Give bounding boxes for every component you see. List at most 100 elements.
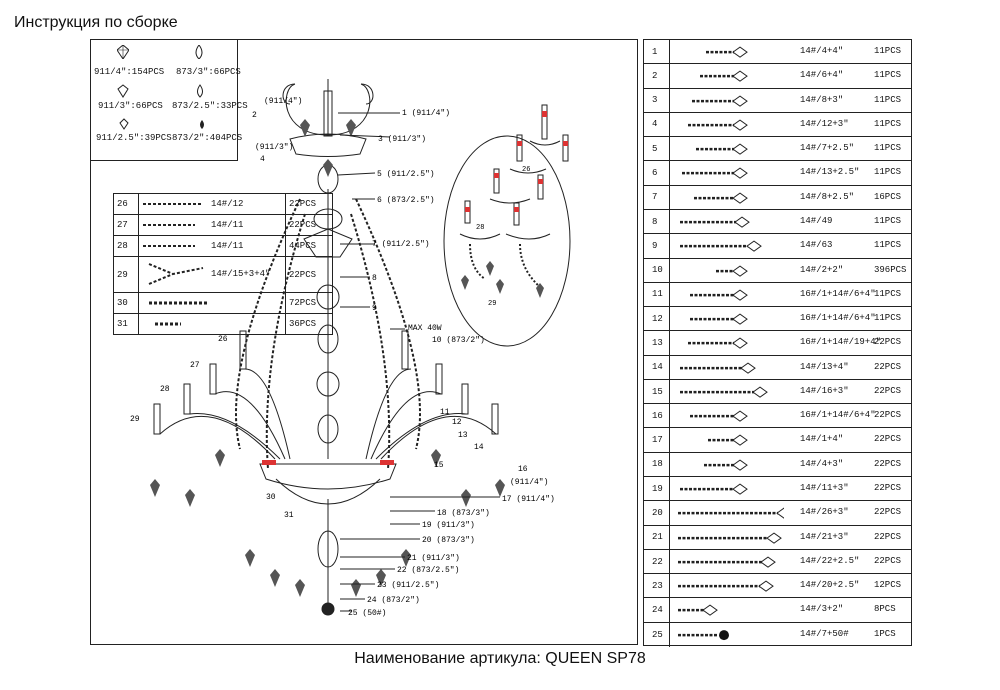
qty-label: 22PCS [874,531,902,542]
qty-label: 22PCS [874,507,902,518]
callout-24: 24 (873/2") [367,596,420,605]
spec-label: 14#/4+3" [800,458,844,469]
spec-label: 16#/1+14#/6+4" [800,410,876,421]
detail-callout-26: 26 [522,166,530,174]
spec-label: 14#/11+3" [800,483,849,494]
callout-3: 3 (911/3") [378,135,426,144]
row-number: 23 [644,574,670,598]
row-number: 18 [644,452,670,477]
bead-chain-icon [143,224,195,226]
drawing-frame [90,39,638,645]
callout-11: 11 [440,408,450,417]
callout-21: 21 (911/3") [407,554,460,563]
row-number: 17 [644,428,670,452]
row-number: 19 [644,477,670,501]
crystal-911-4-icon [117,45,129,59]
bead-strand-icon [680,386,768,398]
qty-label: 22PCS [874,410,902,421]
qty-label: 11PCS [874,46,902,56]
callout-4: 4 [260,155,265,164]
callout-17: 17 (911/4") [502,495,555,504]
spec-label: 14#/13+2.5" [800,167,860,178]
spec-label: 14#/16+3" [800,385,849,396]
callout-13: 13 [458,431,468,440]
bead-strand-icon [696,143,748,155]
row-number: 16 [644,404,670,428]
row-number: 6 [644,161,670,185]
bead-chain-icon [155,322,181,326]
bead-strand-icon [678,532,782,544]
crystal-911-3-icon [117,84,129,98]
spec-label: 14#/4+4" [800,46,844,56]
bead-strand-icon [678,629,729,640]
row-number: 2 [644,64,670,88]
qty-label: 11PCS [874,288,902,299]
callout-30: 30 [266,493,276,502]
callout-15: 15 [434,461,444,470]
callout-max: MAX 40W [408,324,442,333]
table-row: 19 14#/11+3" 22PCS [644,477,911,502]
callout-5: 5 (911/2.5") [377,170,435,179]
qty-label: 11PCS [874,143,902,154]
legend-item: 911/4":154PCS [94,67,165,77]
qty-label: 22PCS [874,434,902,445]
row-number: 13 [644,331,670,355]
bead-chain-icon [143,245,195,247]
spec-label: 14#/22+2.5" [800,555,860,566]
row-number: 10 [644,258,670,282]
bead-strand-icon [678,580,774,592]
spec-label: 14#/8+3" [800,94,844,105]
bead-strand-icon [678,604,718,617]
spec-label: 14#/8+2.5" [800,191,855,202]
spec-label: 14#/20+2.5" [800,580,860,591]
table-row: 16 16#/1+14#/6+4"22PCS [644,404,911,429]
bead-strand-icon [690,410,748,422]
spec-label: 14#/49 [800,215,833,226]
legend-item: 873/2.5":33PCS [172,101,248,111]
qty-label: 396PCS [874,264,907,275]
spec-label: 14#/12+3" [800,118,849,129]
callout-16b: (911/4") [510,478,548,487]
spec-label: 14#/7+50# [800,628,849,639]
bead-strand-icon [690,313,748,325]
callout-12: 12 [452,418,462,427]
spec-label: 14#/13+4" [800,361,849,372]
callout-31: 31 [284,511,294,520]
bead-strand-icon [680,362,756,374]
callout-1: 1 (911/4") [402,109,450,118]
callout-18: 18 (873/3") [437,509,490,518]
qty-label: 22PCS [285,256,333,293]
row-number: 20 [644,501,670,525]
row-number: 21 [644,525,670,549]
callout-26: 26 [218,335,228,344]
row-number: 14 [644,355,670,379]
qty-label: 22PCS [874,483,902,494]
spec-label: 16#/1+14#/19+4" [800,337,882,348]
bead-strand-icon [678,507,784,520]
legend-item: 911/2.5":39PCS [96,133,172,143]
spec-label: 16#/1+14#/6+4" [800,313,876,324]
qty-label: 12PCS [874,580,902,591]
qty-label: 22PCS [874,361,902,372]
callout-28: 28 [160,385,170,394]
row-number: 25 [644,622,670,647]
table-row: 23 14#/20+2.5" 12PCS [644,574,911,599]
spec-label: 16#/1+14#/6+4" [800,288,876,299]
row-number: 12 [644,307,670,331]
